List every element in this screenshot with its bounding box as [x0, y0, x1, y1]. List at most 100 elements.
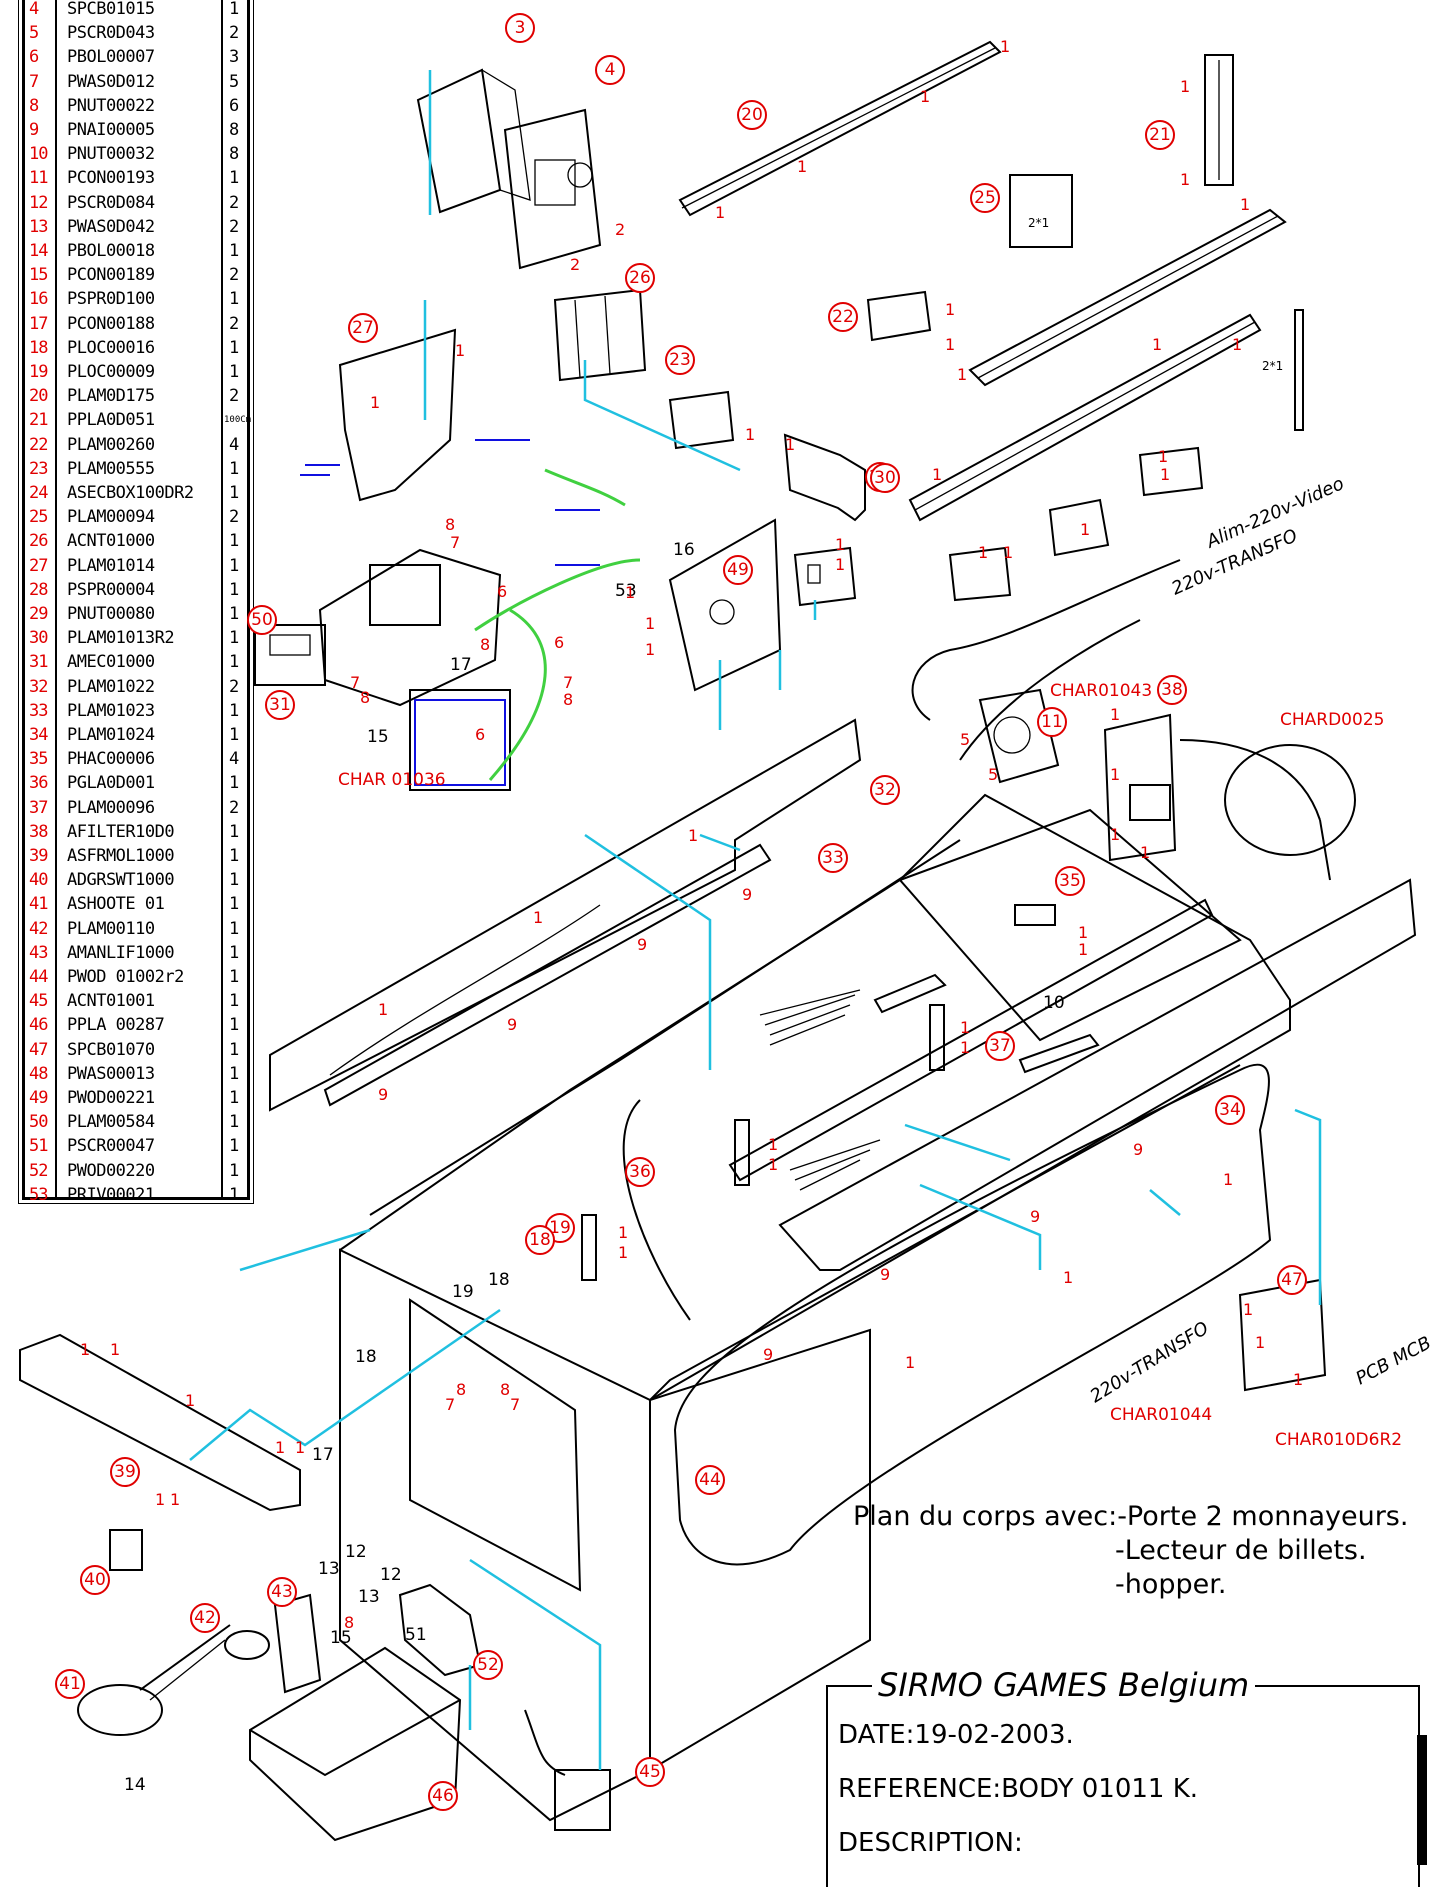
part-quantity: 1: [229, 1015, 240, 1036]
fastener-number: 7: [445, 1395, 455, 1414]
fastener-number: 1: [170, 1490, 180, 1509]
comb-strip-vertical-part: [1204, 54, 1234, 186]
lower-rail-part: [968, 208, 1287, 387]
part-reference: PRIV00021: [67, 1184, 155, 1205]
part-reference: PCON00188: [67, 313, 155, 334]
part-reference: PNAI00005: [67, 120, 155, 140]
fastener-number: 1: [1080, 520, 1090, 539]
callout-circle: [505, 13, 535, 43]
side-plate-part: [1009, 174, 1304, 431]
part-callout: 22: [828, 302, 858, 332]
fastener-number: 9: [507, 1015, 517, 1034]
part-quantity: 2: [229, 676, 240, 697]
part-quantity: 8: [229, 144, 240, 165]
fastener-number: 6: [497, 582, 507, 601]
part-number: 27: [29, 555, 48, 576]
callout-number: 41: [59, 1674, 81, 1694]
part-number: 37: [29, 797, 48, 818]
callout-number: 37: [989, 1036, 1011, 1056]
part-quantity: 1: [229, 894, 240, 915]
callout-number: 52: [477, 1655, 499, 1675]
fastener-number: 1: [1063, 1268, 1073, 1287]
callout-circle: [525, 1225, 555, 1255]
part-number: 47: [29, 1039, 48, 1060]
coin-door-part: [254, 624, 326, 686]
part-quantity: 5: [229, 71, 240, 92]
fastener-number: 8: [456, 1380, 466, 1399]
callout-circle: [473, 1650, 503, 1680]
part-number: 14: [29, 241, 48, 261]
fastener-number: 9: [880, 1265, 890, 1284]
fastener-number: 8: [563, 690, 573, 709]
part-reference: ASECBOX100DR2: [67, 483, 194, 503]
part-number: 52: [29, 1160, 48, 1181]
part-number: 7: [29, 71, 39, 92]
callout-circle: [625, 1157, 655, 1187]
part-reference: SPCB01015: [67, 0, 155, 19]
part-reference: PSPR00004: [67, 579, 155, 600]
part-reference: PPLA 00287: [67, 1015, 165, 1036]
fastener-number: 1: [370, 393, 380, 412]
fastener-number: 1: [645, 640, 655, 659]
fastener-number: 1: [835, 535, 845, 554]
part-number: 24: [29, 483, 48, 503]
fastener-number: 1: [1180, 77, 1190, 96]
part-number: 31: [29, 652, 48, 673]
part-quantity: 1: [229, 1184, 240, 1205]
fastener-number: 1: [295, 1438, 305, 1457]
label-char010d6r2: CHAR010D6R2: [1275, 1430, 1402, 1450]
callout-number: 40: [84, 1570, 106, 1590]
fastener-number: 1: [835, 555, 845, 574]
fastener-number: 1: [155, 1490, 165, 1509]
fastener-number: 1: [960, 1018, 970, 1037]
fastener-number: 6: [475, 725, 485, 744]
fastener-number: 12: [380, 1565, 402, 1585]
label-qty-2x1-b: 2*1: [1262, 359, 1283, 373]
part-reference: PBOL00007: [67, 47, 155, 68]
fastener-number: 1: [618, 1223, 628, 1242]
part-quantity: 2: [229, 192, 240, 213]
part-number: 49: [29, 1088, 48, 1108]
part-reference: PLAM0D175: [67, 386, 155, 407]
part-number: 29: [29, 604, 48, 624]
part-quantity: 1: [229, 337, 240, 358]
part-number: 28: [29, 579, 48, 600]
fastener-number: 1: [1110, 705, 1120, 724]
part-quantity: 8: [229, 120, 240, 140]
callout-number: 18: [529, 1230, 551, 1250]
part-callout: 38: [1157, 675, 1187, 705]
part-reference: AMEC01000: [67, 652, 155, 673]
fastener-number: 1: [1180, 170, 1190, 189]
part-quantity: 1: [229, 967, 240, 987]
switch-part: [109, 1529, 143, 1571]
fastener-number: 1: [618, 1243, 628, 1262]
callout-number: 19: [549, 1218, 571, 1238]
callout-circle: [695, 1465, 725, 1495]
part-reference: PLAM01014: [67, 555, 155, 576]
part-reference: PNUT00022: [67, 95, 155, 116]
callout-circle: [1277, 1265, 1307, 1295]
fastener-number: 8: [480, 635, 490, 654]
part-number: 35: [29, 749, 48, 770]
callout-number: 26: [629, 268, 651, 288]
part-quantity: 2: [229, 313, 240, 334]
plan-description: Plan du corps avec:-Porte 2 monnayeurs. …: [853, 1500, 1413, 1602]
part-quantity: 1: [229, 168, 240, 189]
part-quantity: 2: [229, 23, 240, 44]
top-rail-part: [678, 40, 1002, 217]
part-reference: PHAC00006: [67, 749, 155, 770]
callout-number: 42: [194, 1608, 216, 1628]
part-callout: 26: [625, 263, 655, 293]
